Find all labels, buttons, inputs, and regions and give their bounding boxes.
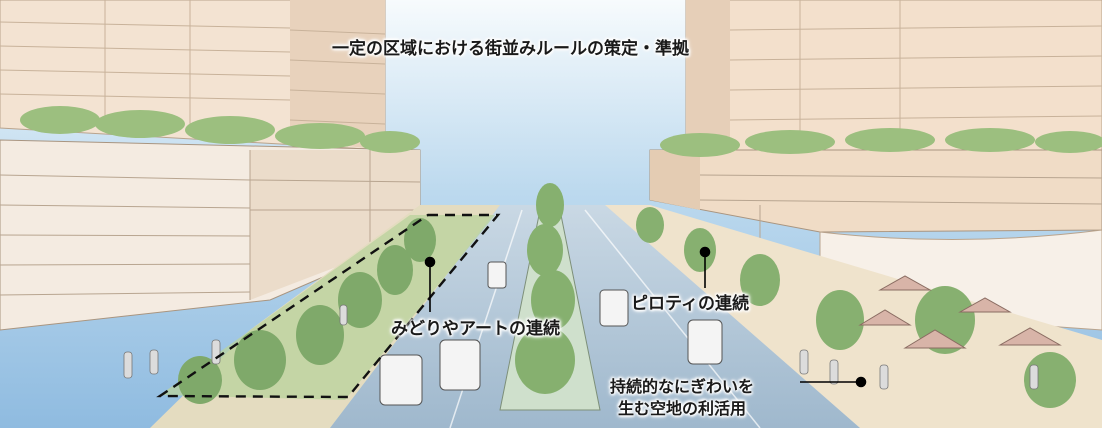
annotation-leaders <box>424 246 867 388</box>
greenery-zone-outline <box>156 213 501 399</box>
open-space-label-line1: 持続的なにぎわいを <box>610 377 755 396</box>
open-space-label-line2: 生む空地の利活用 <box>618 399 747 418</box>
cars <box>379 261 723 406</box>
open-space-label: 持続的なにぎわいを 生む空地の利活用 <box>610 376 754 420</box>
piloti-label: ピロティの連続 <box>631 294 749 314</box>
page-title: 一定の区域における街並みルールの策定・準拠 <box>332 39 689 59</box>
median-trees <box>515 183 575 394</box>
right-piloti-building <box>649 149 1102 331</box>
left-tower <box>0 0 386 151</box>
left-street-trees <box>178 218 436 404</box>
left-lowrise <box>0 139 421 331</box>
cafe-umbrellas <box>858 275 1062 349</box>
rooftop-greenery <box>20 106 1102 157</box>
right-tower <box>685 0 1102 169</box>
greenery-art-label: みどりやアートの連続 <box>391 319 560 339</box>
